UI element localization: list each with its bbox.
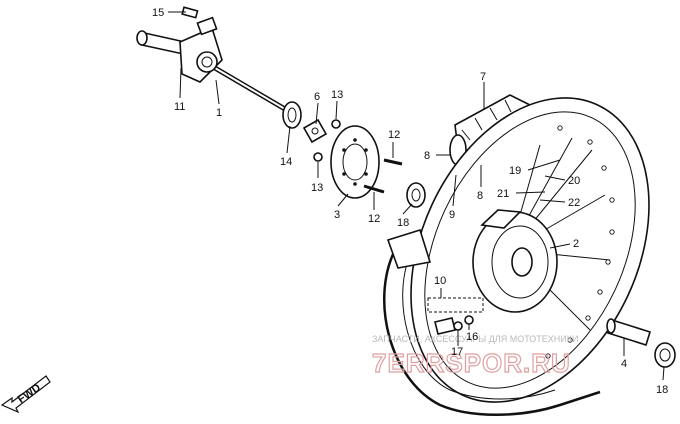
callout-13-lower: 13 <box>311 182 323 194</box>
watermark-big-text: 7ERRSPOR.RU <box>372 348 571 378</box>
callout-19: 19 <box>509 165 521 177</box>
fwd-arrow: FWD <box>0 375 51 414</box>
brake-disc-3 <box>330 125 380 199</box>
callout-21: 21 <box>497 188 509 200</box>
callout-18-left: 18 <box>397 217 409 229</box>
bearing-18-left <box>406 182 426 208</box>
bearing-18-right <box>654 342 676 368</box>
callout-6: 6 <box>314 91 320 103</box>
callout-8-left: 8 <box>424 150 430 162</box>
watermark: ЗАПЧАСТИ, АКСЕССУАРЫ ДЛЯ МОТОТЕХНИКИ 7ER… <box>371 334 579 379</box>
washer-6 <box>302 118 328 144</box>
callout-12-upper: 12 <box>388 129 400 141</box>
spacer-4 <box>606 318 651 347</box>
callout-labels: 15 11 1 14 6 13 13 3 12 12 18 7 8 8 9 19… <box>152 7 668 396</box>
callout-14: 14 <box>280 156 292 168</box>
callout-8-right: 8 <box>477 190 483 202</box>
callout-13-upper: 13 <box>331 89 343 101</box>
callout-3: 3 <box>334 209 340 221</box>
wheel-hub-2 <box>472 209 558 313</box>
callout-17: 17 <box>451 346 463 358</box>
callout-20: 20 <box>568 175 580 187</box>
leader-lines <box>168 11 665 381</box>
tire <box>382 228 601 416</box>
callout-2: 2 <box>573 238 579 250</box>
callout-1: 1 <box>216 107 222 119</box>
callout-10: 10 <box>434 275 446 287</box>
valve-assembly-10 <box>427 297 484 335</box>
oil-seal-14 <box>282 101 302 129</box>
callout-22: 22 <box>568 197 580 209</box>
callout-9: 9 <box>449 209 455 221</box>
callout-16: 16 <box>466 331 478 343</box>
nut-13-lower <box>313 152 323 162</box>
watermark-small-text: ЗАПЧАСТИ, АКСЕССУАРЫ ДЛЯ МОТОТЕХНИКИ <box>372 334 579 344</box>
callout-11: 11 <box>174 101 185 113</box>
front-axle <box>136 6 292 115</box>
nut-13-upper <box>331 119 341 129</box>
bolts-12 <box>363 158 403 194</box>
callout-7: 7 <box>480 71 486 83</box>
callout-12-lower: 12 <box>368 213 380 225</box>
callout-15: 15 <box>152 7 164 19</box>
callout-18-right: 18 <box>656 384 668 396</box>
callout-4: 4 <box>621 358 627 370</box>
